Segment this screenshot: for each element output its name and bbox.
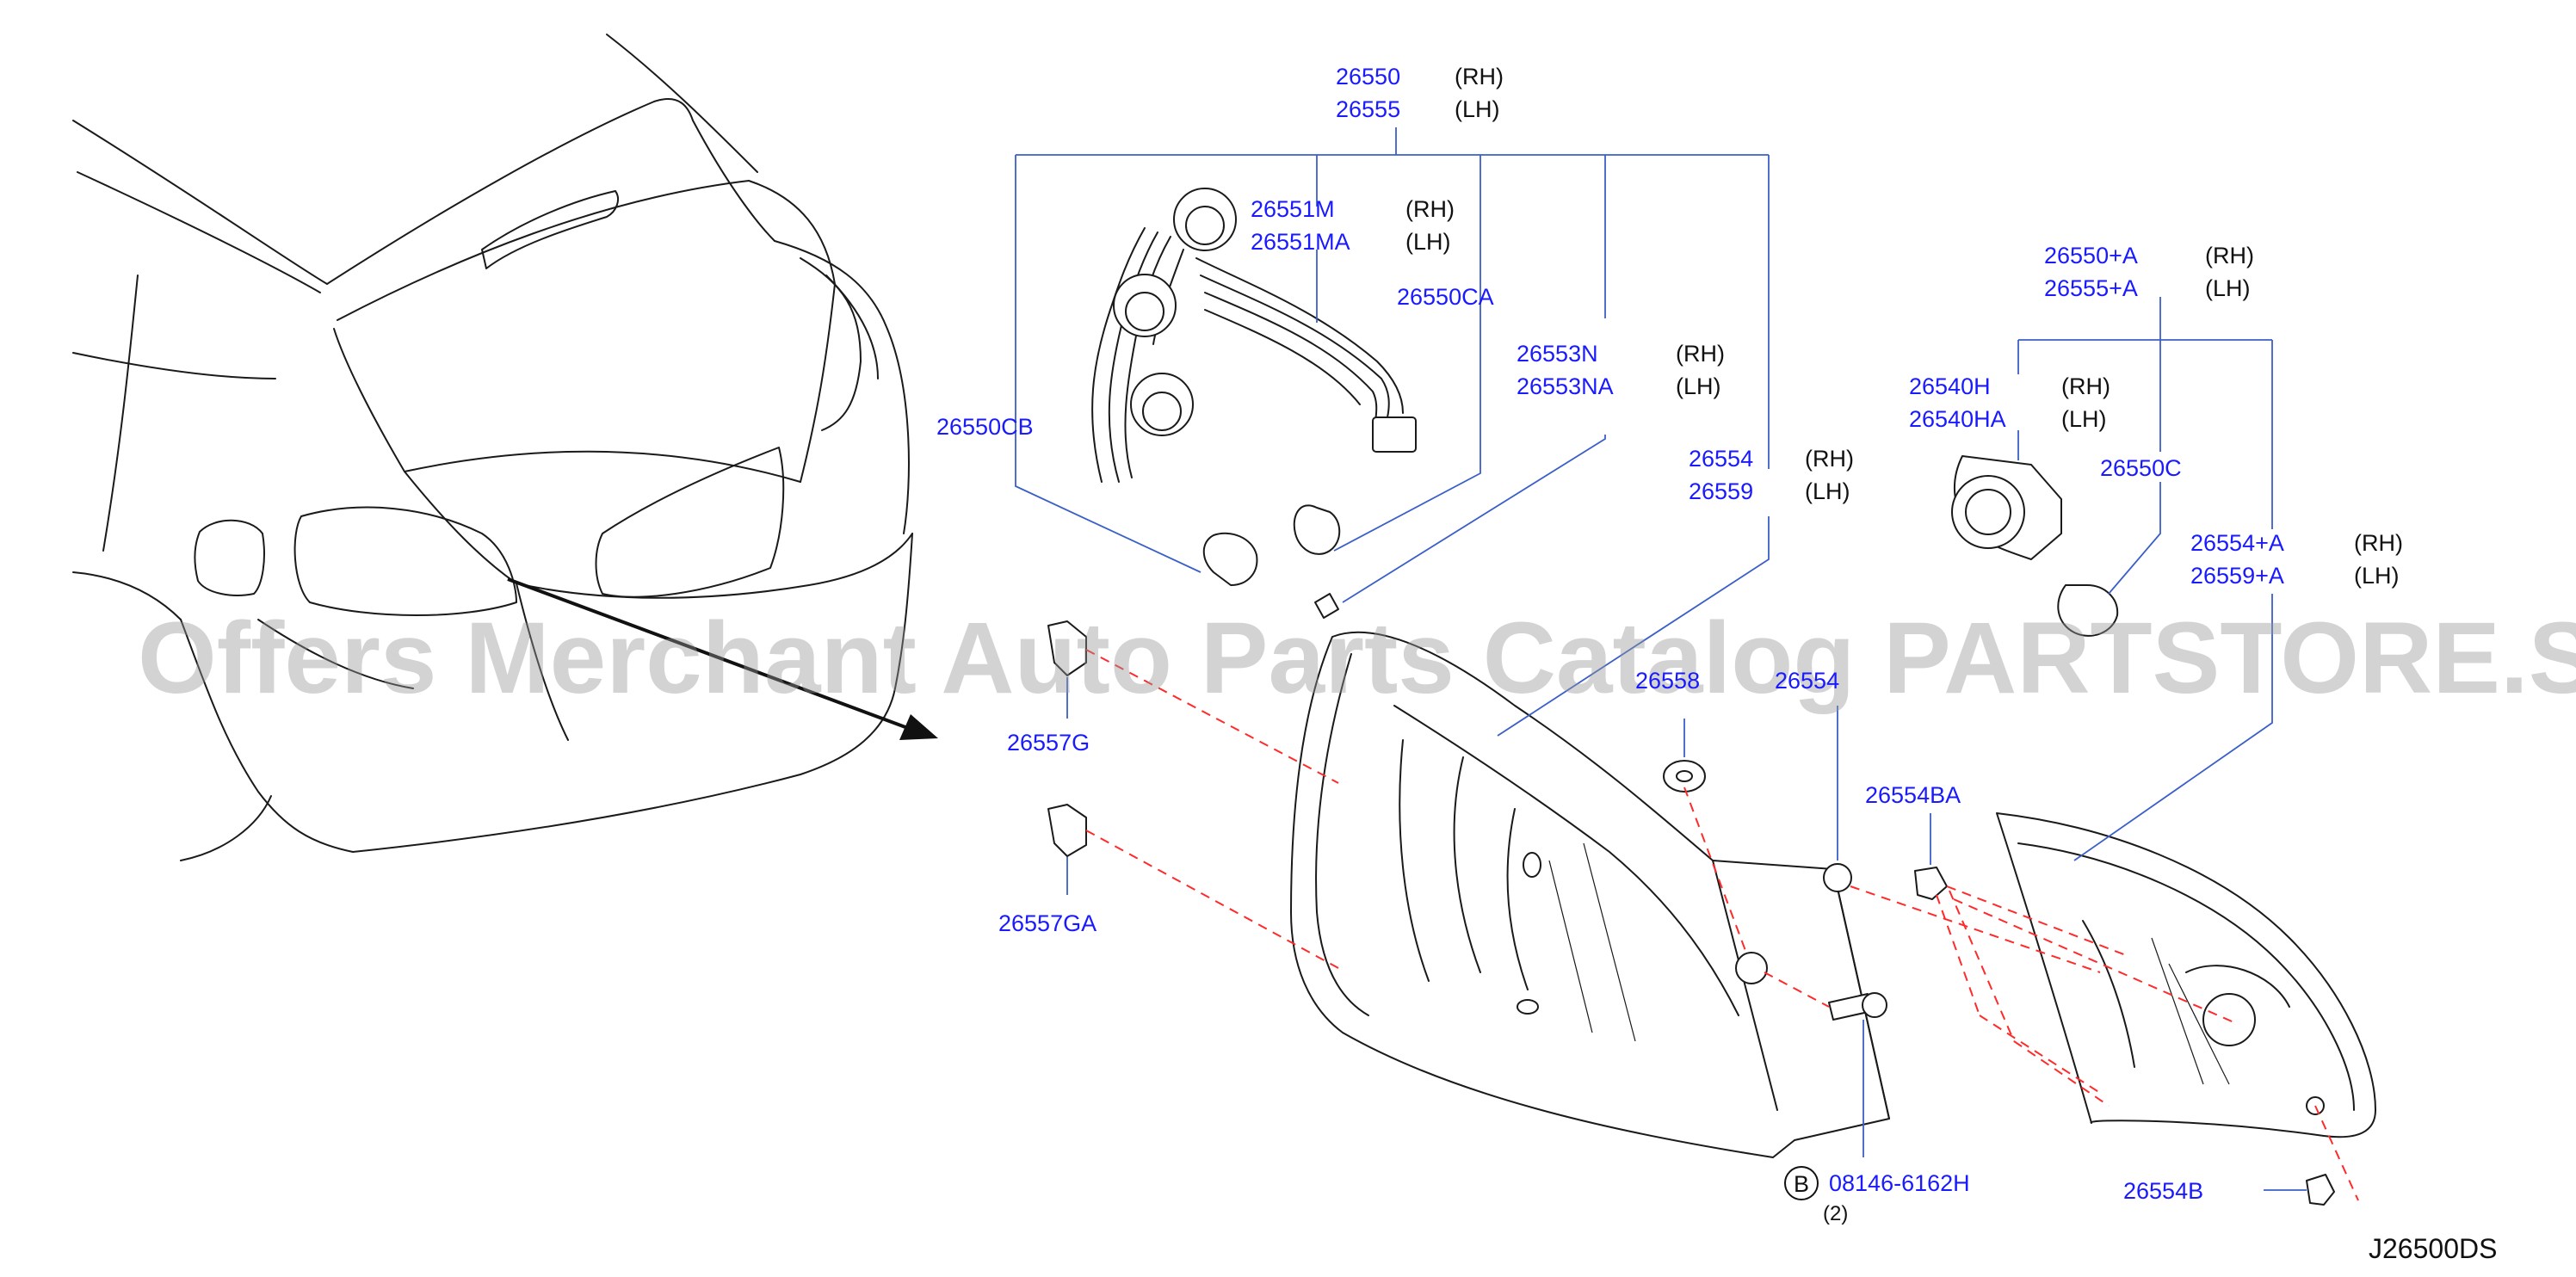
fastener-illustrations xyxy=(1047,620,2335,1206)
side-label-rh: (RH) xyxy=(2354,530,2403,556)
part-label-26540H[interactable]: 26540H xyxy=(1909,373,1991,399)
side-label-lh: (LH) xyxy=(1455,96,1500,122)
bolt-marker-circle xyxy=(1784,1166,1819,1200)
installation-paths xyxy=(1085,649,2359,1201)
side-label-lh: (LH) xyxy=(1805,478,1850,504)
part-label-26550A[interactable]: 26550+A xyxy=(2044,243,2138,268)
part-label-26540HA[interactable]: 26540HA xyxy=(1909,406,2006,432)
part-label-26550C[interactable]: 26550C xyxy=(2100,455,2182,481)
side-label-lh: (LH) xyxy=(2205,275,2251,301)
side-label-rh: (RH) xyxy=(2061,373,2110,399)
part-quantity: (2) xyxy=(1823,1202,1848,1225)
wiring-harness-illustration xyxy=(1091,188,1417,619)
socket-bulb-illustration xyxy=(1951,455,2119,637)
part-label-26553N[interactable]: 26553N xyxy=(1517,341,1598,367)
part-label-26550CA[interactable]: 26550CA xyxy=(1397,284,1494,310)
side-label-rh: (RH) xyxy=(1805,446,1854,472)
side-label-rh: (RH) xyxy=(1455,64,1504,89)
inner-combination-lamp-illustration xyxy=(1996,812,2376,1138)
leader-lines xyxy=(1015,127,2307,1191)
part-label-08146-6162H[interactable]: 08146-6162H xyxy=(1829,1170,1970,1196)
side-label-lh: (LH) xyxy=(1676,373,1721,399)
side-label-lh: (LH) xyxy=(2061,406,2107,432)
side-label-rh: (RH) xyxy=(2205,243,2254,268)
part-label-26554A[interactable]: 26554+A xyxy=(2190,530,2284,556)
watermark: Offers Merchant Auto Parts Catalog PARTS… xyxy=(138,601,2576,715)
side-label-rh: (RH) xyxy=(1676,341,1725,367)
part-label-26555[interactable]: 26555 xyxy=(1336,96,1400,122)
diagram-code: J26500DS xyxy=(2369,1233,2497,1264)
vehicle-rear-illustration xyxy=(72,34,913,861)
part-label-26558-partial[interactable]: 26558 xyxy=(1635,668,1700,694)
part-label-26551MA[interactable]: 26551MA xyxy=(1251,229,1350,255)
part-label-26557GA[interactable]: 26557GA xyxy=(998,910,1096,936)
part-label-26554B[interactable]: 26554B xyxy=(2123,1178,2203,1204)
side-label-lh: (LH) xyxy=(2354,563,2400,589)
part-label-26559[interactable]: 26559 xyxy=(1689,478,1753,504)
bolt-marker-letter: B xyxy=(1794,1171,1809,1197)
part-label-26554-partial[interactable]: 26554 xyxy=(1775,668,1839,694)
part-label-26550CB[interactable]: 26550CB xyxy=(936,414,1034,440)
part-label-26555A[interactable]: 26555+A xyxy=(2044,275,2138,301)
part-labels: 26550 (RH) 26555 (LH) 26551M (RH) 26551M… xyxy=(936,64,2403,1225)
side-label-rh: (RH) xyxy=(1405,196,1455,222)
part-label-26551M[interactable]: 26551M xyxy=(1251,196,1335,222)
side-label-lh: (LH) xyxy=(1405,229,1451,255)
part-label-26550[interactable]: 26550 xyxy=(1336,64,1400,89)
part-label-26557G[interactable]: 26557G xyxy=(1007,730,1090,756)
outer-combination-lamp-illustration xyxy=(1290,631,1890,1158)
part-label-26559A[interactable]: 26559+A xyxy=(2190,563,2284,589)
part-label-26554[interactable]: 26554 xyxy=(1689,446,1753,472)
part-label-26553NA[interactable]: 26553NA xyxy=(1517,373,1614,399)
direction-arrow xyxy=(507,577,938,740)
part-label-26554BA[interactable]: 26554BA xyxy=(1865,782,1961,808)
